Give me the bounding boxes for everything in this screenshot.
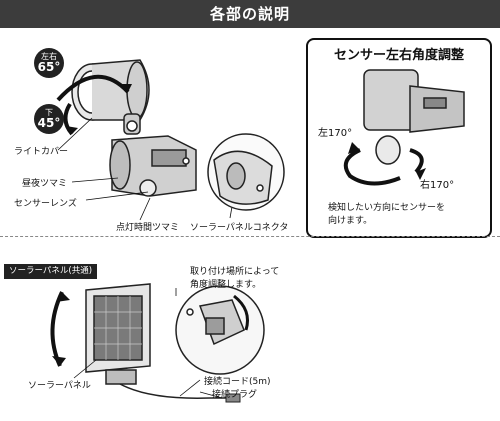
badge-left-right-angle: 左右 65° xyxy=(34,48,64,78)
label-cable: 接続コード(5m) xyxy=(204,377,271,387)
label-day-night-knob: 昼夜ツマミ xyxy=(22,179,68,189)
light-head-drawing xyxy=(71,59,197,197)
label-solar-connector: ソーラーパネルコネクタ xyxy=(190,223,289,233)
solar-panel-drawing xyxy=(85,283,151,385)
label-timer-knob: 点灯時間ツマミ xyxy=(116,223,180,233)
solar-section-tag: ソーラーパネル(共通) xyxy=(4,264,98,279)
section-divider xyxy=(0,236,500,237)
cable-drawing xyxy=(119,383,226,399)
callout-line1: 取り付け場所によって xyxy=(190,267,280,277)
badge-down-label: 下 xyxy=(45,108,53,117)
sensor-box-title: センサー左右角度調整 xyxy=(333,48,464,63)
label-sensor-lens: センサーレンズ xyxy=(14,199,77,209)
bracket-zoom xyxy=(175,285,265,375)
sensor-device-drawing xyxy=(363,69,465,165)
sensor-left-angle: 左170° xyxy=(318,128,353,139)
badge-lr-label: 左右 xyxy=(41,52,57,61)
sensor-note-line1: 検知したい方向にセンサーを xyxy=(328,203,446,213)
badge-down-value: 45° xyxy=(37,116,61,130)
page-header: 各部の説明 xyxy=(0,0,500,28)
callout-line2: 角度調整します。 xyxy=(190,280,262,290)
rotation-arrows xyxy=(56,74,130,136)
badge-down-angle: 下 45° xyxy=(34,104,64,134)
sensor-note-line2: 向けます。 xyxy=(328,216,373,226)
label-solar-panel: ソーラーパネル xyxy=(28,381,91,391)
connector-zoom xyxy=(207,133,285,211)
panel-tilt-arrow xyxy=(50,291,64,367)
sensor-right-angle: 右170° xyxy=(420,180,455,191)
badge-lr-value: 65° xyxy=(37,60,61,74)
plug-drawing xyxy=(225,393,241,403)
label-light-cover: ライトカバー xyxy=(14,147,69,157)
sensor-adjust-box xyxy=(306,38,492,238)
label-plug: 接続プラグ xyxy=(212,390,258,400)
sensor-rotation-arrows xyxy=(343,148,424,186)
